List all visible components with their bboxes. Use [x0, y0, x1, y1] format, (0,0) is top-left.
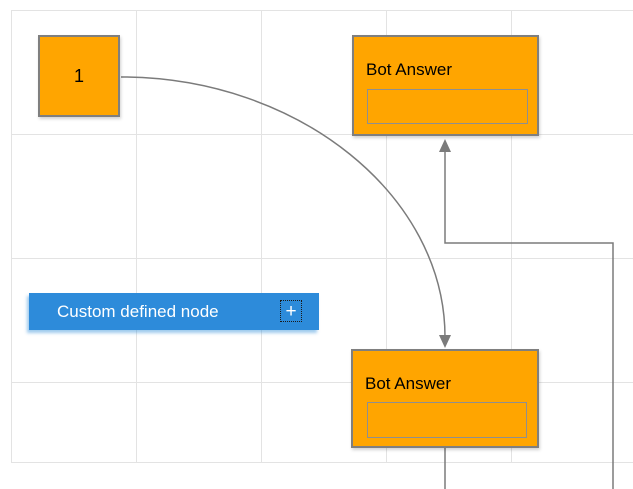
plus-icon: + — [285, 300, 297, 322]
node-bot-answer-top[interactable]: Bot Answer — [352, 35, 539, 136]
bot-answer-top-title: Bot Answer — [366, 60, 452, 79]
node-start[interactable]: 1 — [38, 35, 120, 117]
node-bot-answer-bottom[interactable]: Bot Answer — [351, 349, 539, 448]
custom-node-label: Custom defined node — [57, 301, 219, 321]
add-node-button[interactable]: + — [280, 300, 302, 322]
node-start-label: 1 — [73, 65, 84, 86]
elbow-connector[interactable] — [444, 151, 614, 489]
elbow-connector-arrowhead — [439, 139, 451, 152]
bot-answer-bottom-field[interactable] — [367, 402, 527, 438]
bot-answer-top-field[interactable] — [367, 89, 528, 124]
node-custom-defined[interactable]: Custom defined node + — [29, 293, 319, 330]
bezier-connector-arrowhead — [439, 335, 451, 348]
bot-answer-bottom-title: Bot Answer — [365, 374, 451, 393]
bezier-connector[interactable] — [120, 76, 446, 338]
